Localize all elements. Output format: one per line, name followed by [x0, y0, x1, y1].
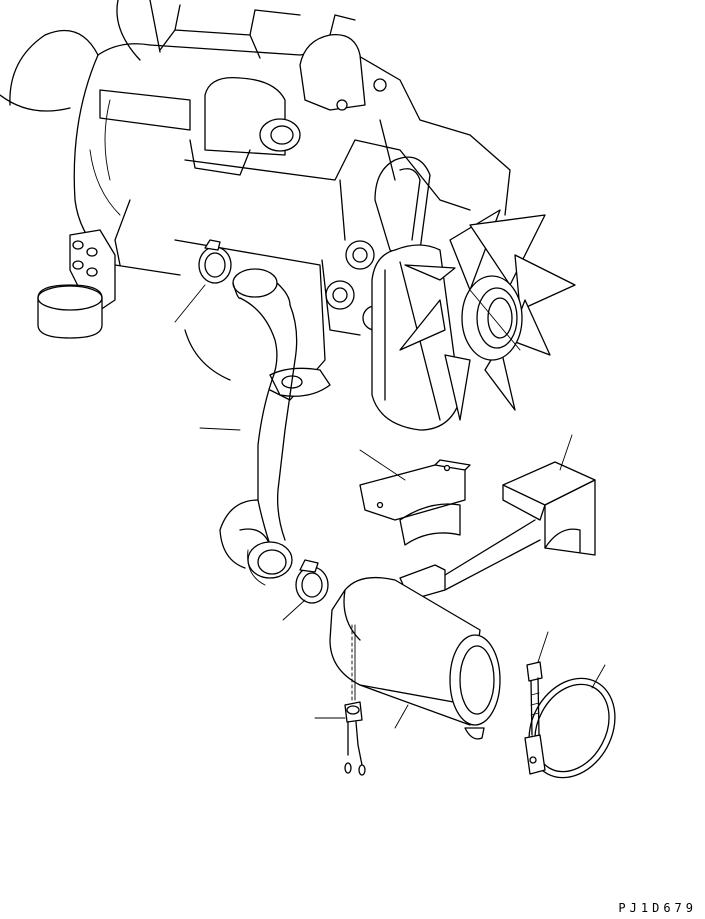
engine-mount — [37, 229, 116, 339]
mounting-bracket-left — [359, 459, 471, 546]
air-intake-hose — [219, 268, 298, 586]
band-clamp — [524, 677, 616, 779]
dust-indicator — [344, 624, 366, 776]
cooling-fan — [371, 209, 576, 431]
leader-bracket-left — [359, 449, 406, 481]
turbocharger — [189, 14, 387, 176]
hose-clamp-lower — [295, 559, 329, 604]
bolt — [526, 661, 543, 736]
leader-lines — [174, 284, 606, 729]
leader-bolt — [537, 631, 549, 663]
leader-hose — [199, 427, 241, 431]
hose-clamp-upper — [198, 239, 232, 284]
air-cleaner — [329, 519, 541, 740]
leader-air-cleaner — [394, 704, 409, 729]
drawing-code: PJ1D679 — [618, 901, 697, 915]
leader-bracket-right — [559, 434, 573, 471]
leader-clamp-lower — [282, 599, 306, 621]
leader-clamp-upper — [174, 284, 206, 323]
mounting-bracket-right — [502, 461, 596, 556]
leader-band-clamp — [591, 664, 606, 689]
